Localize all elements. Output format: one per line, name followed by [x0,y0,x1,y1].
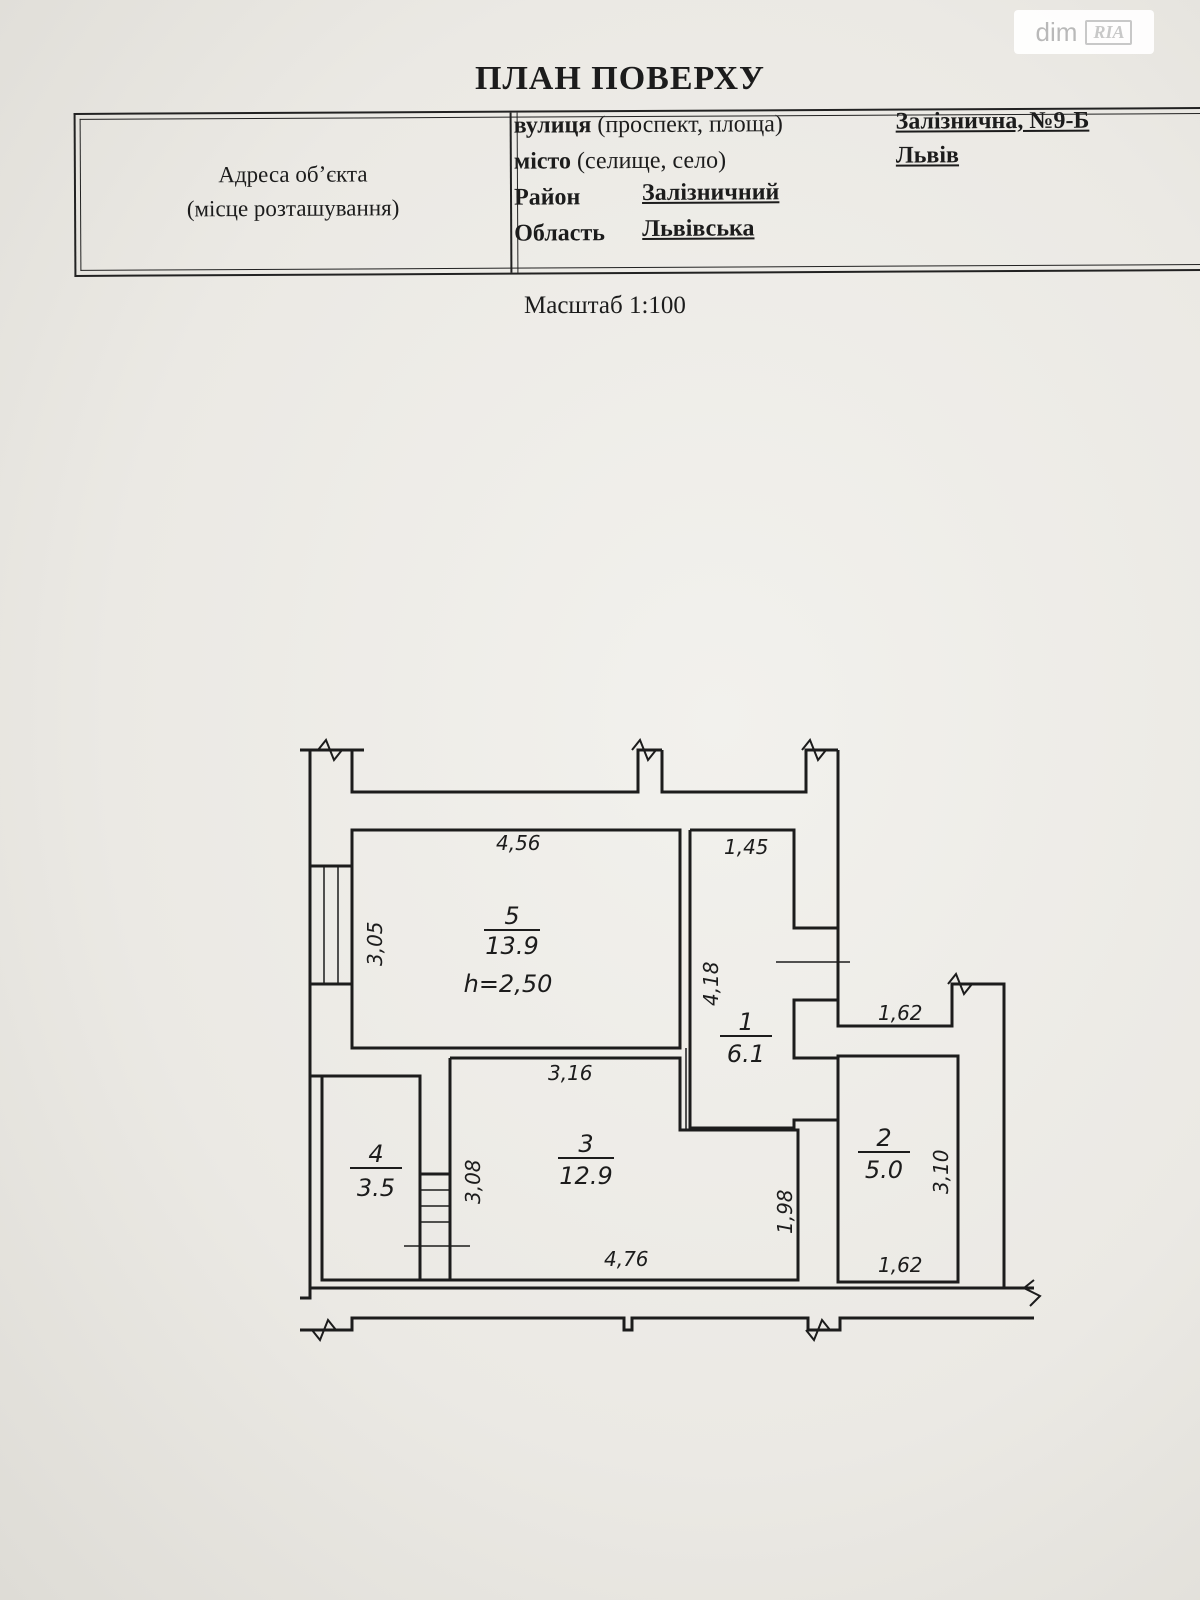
dim-r1-width: 1,45 [724,835,769,859]
break-mark-top-mid [631,738,657,762]
room-label-3: 3 12.9 [558,1130,614,1190]
break-mark-top-left [317,738,343,762]
watermark-logo: RIA [1085,19,1133,45]
dim-r2-width: 1,62 [878,1253,923,1277]
door-room4-opening [420,1172,452,1282]
wall-right-upper [836,750,1034,1290]
room-1-area: 6.1 [727,1040,765,1068]
room-4-number: 4 [368,1140,383,1168]
room-3-number: 3 [578,1130,593,1158]
dim-r5-depth: 3,05 [363,921,387,966]
room-2-outline [836,1054,960,1284]
dim-r5-width: 4,56 [496,831,541,855]
room-5-number: 5 [504,902,519,930]
room-label-4: 4 3.5 [350,1140,402,1202]
dim-r2-depth: 3,10 [929,1149,953,1194]
break-mark-right-top [947,972,973,996]
wall-top-mid [660,748,838,794]
watermark-brand: dim [1035,16,1078,47]
scale-label: Масштаб 1:100 [524,292,686,319]
dim-r3-right: 1,98 [773,1189,797,1234]
dimria-watermark[interactable]: dim RIA [1014,10,1154,54]
room-2-area: 5.0 [865,1156,903,1184]
wall-top-left [350,748,662,794]
wall-left-outer [300,750,312,1300]
break-mark-bottom-right [805,1318,831,1342]
room-3-area: 12.9 [559,1162,612,1190]
room-5-area: 13.9 [485,932,538,960]
room-label-5: 5 13.9 h=2,50 [464,902,553,998]
dim-r3-bottom: 4,76 [604,1247,649,1271]
room-1-outline [688,828,840,1130]
wall-bottom-outer [300,1316,1034,1332]
room-label-2: 2 5.0 [858,1124,910,1184]
dim-r3-top: 3,16 [548,1061,593,1085]
dim-r3-left: 3,08 [461,1159,485,1204]
break-mark-top-right [801,738,827,762]
page-title: ПЛАН ПОВЕРХУ [475,60,765,97]
room-4-area: 3.5 [357,1174,395,1202]
wall-left-inner [310,864,354,986]
break-mark-right-bottom [1022,1279,1042,1307]
dim-r1-depth: 4,18 [699,961,723,1006]
dim-balcony-width: 1,62 [878,1001,923,1025]
break-mark-bottom-left [311,1318,337,1342]
room-label-1: 1 6.1 [720,1008,772,1068]
room-2-number: 2 [876,1124,891,1152]
room-5-height: h=2,50 [464,970,553,998]
room-1-number: 1 [738,1008,753,1036]
